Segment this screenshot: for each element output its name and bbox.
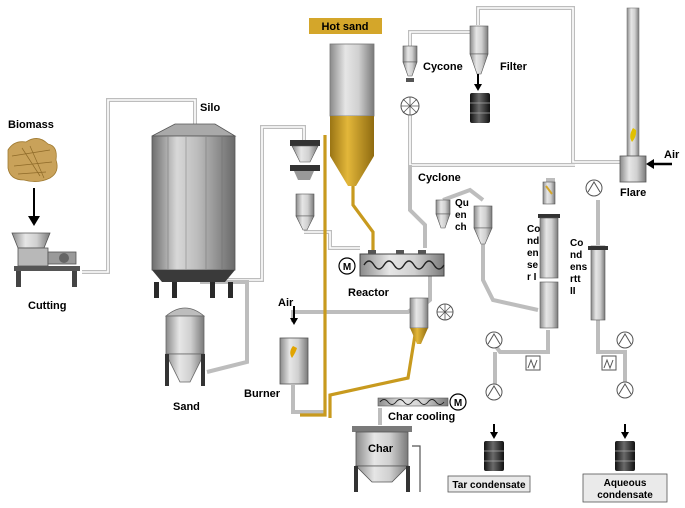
condenser1-label-2: nd [527,236,539,247]
pump-icon [616,331,634,349]
biomass-photo [7,138,58,182]
arrow-icon [28,188,40,226]
reactor-motor-icon: M [338,257,356,275]
biomass-label: Biomass [8,119,54,131]
reactor-label: Reactor [348,287,390,299]
char-cooling-label: Char cooling [388,411,455,423]
condenser2-label-5: II [570,286,576,297]
quench-label-1: Qu [455,198,469,209]
burner-icon [279,337,309,385]
char-cooling-icon [377,397,449,407]
condenser1-label-3: en [527,248,539,259]
char-label: Char [368,443,394,455]
filter-icon [469,25,489,75]
pump-icon [485,383,503,401]
aqueous-condensate-label-1: Aqueous [604,478,647,489]
heat-exchanger-icon [525,355,541,371]
pump-icon [616,381,634,399]
condenser2-label-1: Co [570,238,583,249]
char-cyclone-icon [409,297,429,344]
sand-label: Sand [173,401,200,413]
quench-label-3: ch [455,222,467,233]
arrow-icon [290,306,298,325]
arrow-icon [490,424,498,439]
filter-label: Filter [500,61,528,73]
silo-icon [151,123,237,298]
flare-stack [619,7,647,183]
shredder-icon [11,232,80,287]
char-cooling-motor-icon: M [449,393,467,411]
tar-condensate-label: Tar condensate [452,480,526,491]
drum-icon [470,93,490,123]
burner-label: Burner [244,388,281,400]
hot-sand-riser [329,43,375,186]
reactor-icon [359,250,445,277]
condenser1-icon [538,181,560,329]
arrow-icon [474,74,482,91]
flare-air-label: Air [664,149,680,161]
condenser1-label-5: r I [527,272,537,283]
flame-icon [290,346,297,358]
hot-sand-label-box: Hot sand [309,18,382,34]
condenser1-label-1: Co [527,224,540,235]
flame-icon [630,128,637,142]
cutting-label: Cutting [28,300,66,312]
svg-text:M: M [343,262,351,273]
quench-label-2: en [455,210,467,221]
cyclone-top-icon [402,45,418,82]
drum-icon [615,441,635,471]
sand-silo-icon [164,307,206,386]
arrow-icon [646,159,672,169]
feeder-icon [290,140,320,231]
valve-icon [436,303,454,321]
condenser2-label-2: nd [570,250,582,261]
hot-sand-label: Hot sand [321,21,368,33]
cyclone-mid-icon [435,199,451,229]
drum-icon [484,441,504,471]
condenser1-label-4: se [527,260,539,271]
char-bin-icon [352,426,421,492]
aqueous-condensate-label-2: condensate [597,490,653,501]
pump-icon [485,331,503,349]
condenser2-label-4: rtt [570,274,581,285]
aqueous-condensate-box: Aqueous condensate [582,473,668,503]
sand-circulation-lines [300,135,417,418]
quench-icon [473,205,493,245]
silo-label: Silo [200,102,220,114]
condenser2-label-3: ens [570,262,588,273]
tar-condensate-box: Tar condensate [447,475,531,493]
flare-label: Flare [620,187,646,199]
svg-text:M: M [454,398,462,409]
cyclone-mid-label: Cyclone [418,172,461,184]
burner-air-label: Air [278,297,294,309]
valve-icon [400,96,420,116]
arrow-icon [621,424,629,439]
heat-exchanger-icon [601,355,617,371]
cyclone-top-label: Cycone [423,61,463,73]
pump-icon [585,179,603,197]
condenser2-icon [588,245,608,321]
